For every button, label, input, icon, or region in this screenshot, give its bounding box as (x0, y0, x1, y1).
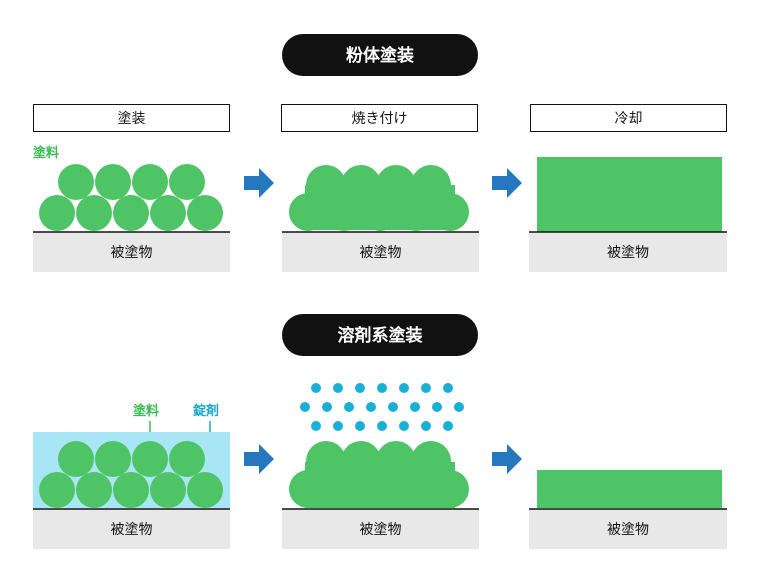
substrate-solvent-3: 被塗物 (529, 508, 727, 549)
cured-film-thin (537, 470, 722, 508)
substrate-label: 被塗物 (607, 244, 649, 261)
powder-particles-loose (39, 164, 223, 231)
arrow-right-icon (244, 168, 274, 198)
solvent-particles-fused (289, 441, 469, 508)
step-box-painting: 塗装 (33, 104, 230, 132)
cured-film-thick (537, 157, 722, 232)
substrate-powder-1: 被塗物 (33, 231, 230, 272)
substrate-solvent-2: 被塗物 (282, 508, 479, 549)
step-label-baking: 焼き付け (352, 111, 408, 127)
powder-title: 粉体塗装 (346, 45, 414, 66)
step-box-cooling: 冷却 (530, 104, 727, 132)
substrate-label: 被塗物 (360, 244, 402, 261)
substrate-label: 被塗物 (360, 521, 402, 538)
powder-particles-fused (289, 165, 469, 231)
powder-title-pill: 粉体塗装 (282, 34, 478, 76)
substrate-solvent-1: 被塗物 (33, 508, 230, 549)
substrate-label: 被塗物 (111, 521, 153, 538)
evaporating-solvent-dots (300, 383, 464, 431)
substrate-label: 被塗物 (111, 244, 153, 261)
arrow-right-icon (492, 168, 522, 198)
substrate-powder-2: 被塗物 (282, 231, 479, 272)
step-label-painting: 塗装 (118, 110, 146, 127)
arrow-right-icon (244, 444, 274, 474)
substrate-label: 被塗物 (607, 521, 649, 538)
step-label-cooling: 冷却 (615, 111, 643, 127)
powder-paint-label: 塗料 (33, 145, 59, 161)
arrow-right-icon (492, 444, 522, 474)
solvent-paint-label: 塗料 (133, 403, 159, 419)
solvent-label: 錠剤 (193, 403, 219, 419)
solvent-title-pill: 溶剤系塗装 (282, 314, 478, 356)
solvent-title: 溶剤系塗装 (338, 325, 423, 346)
step-box-baking: 焼き付け (281, 104, 478, 132)
solvent-particles (39, 441, 223, 508)
substrate-powder-3: 被塗物 (529, 231, 727, 272)
